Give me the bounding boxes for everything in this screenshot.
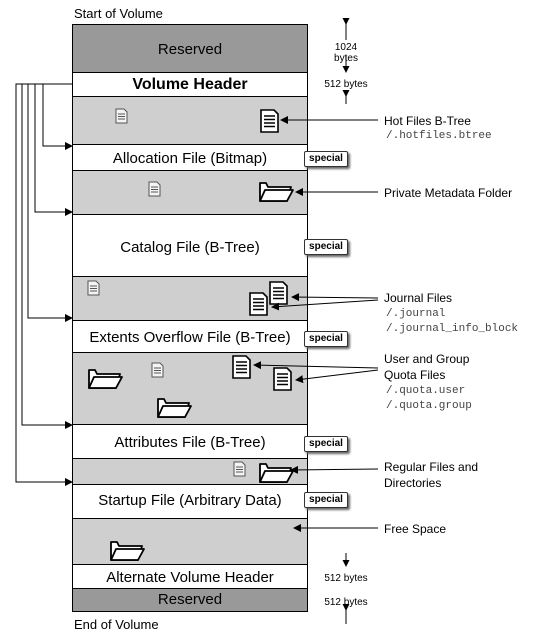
volume-header-size: 512 bytes xyxy=(324,79,368,90)
journal-info-path: /.journal_info_block xyxy=(386,323,519,335)
volume-header-label: Volume Header xyxy=(132,76,248,93)
special-badge: special xyxy=(304,492,348,508)
special-badge: special xyxy=(304,151,348,167)
reserved-bottom-label: Reserved xyxy=(157,591,223,608)
end-of-volume-label: End of Volume xyxy=(74,617,159,632)
reserved-top-band xyxy=(73,25,307,73)
hot-files-label: Hot Files B-Tree xyxy=(384,114,471,128)
document-icon xyxy=(148,181,161,197)
regular-files-icons xyxy=(233,461,294,483)
attributes-file-label: Attributes File (B-Tree) xyxy=(114,434,266,451)
allocation-file-band xyxy=(73,145,307,171)
start-of-volume-label: Start of Volume xyxy=(74,6,163,21)
free-space-label: Free Space xyxy=(384,522,447,536)
alternate-header-label: Alternate Volume Header xyxy=(106,569,274,586)
folder-icon xyxy=(88,369,123,389)
hot-files-icons xyxy=(115,108,279,133)
quota-user-path: /.quota.user xyxy=(386,385,466,397)
document-icon xyxy=(260,109,279,133)
journal-band xyxy=(73,277,307,321)
alternate-header-size: 512 bytes xyxy=(324,573,368,584)
alternate-header-band xyxy=(73,565,307,589)
folder-icon xyxy=(259,182,294,202)
startup-file-band xyxy=(73,485,307,519)
document-icon xyxy=(249,292,268,316)
journal-icons xyxy=(87,280,288,316)
folder-icon xyxy=(157,398,192,418)
reserved-bottom-size: 512 bytes xyxy=(324,597,368,608)
extents-overflow-band xyxy=(73,321,307,353)
journal-label: Journal Files xyxy=(384,291,453,305)
pointer-lines xyxy=(15,83,73,486)
quota-label-line-2: Quota Files xyxy=(384,368,446,382)
reserved-bottom-band xyxy=(73,589,307,611)
quota-group-path: /.quota.group xyxy=(386,400,472,412)
allocation-file-label: Allocation File (Bitmap) xyxy=(112,150,268,167)
folder-icon xyxy=(110,541,145,561)
private-folder-label: Private Metadata Folder xyxy=(384,186,513,200)
document-icon xyxy=(115,108,128,124)
volume-header-band xyxy=(73,73,307,97)
document-icon xyxy=(232,355,251,379)
regular-files-label-line-1: Regular Files and xyxy=(384,460,479,474)
document-icon xyxy=(87,280,100,296)
journal-path: /.journal xyxy=(386,308,446,320)
document-icon xyxy=(273,367,292,391)
free-space-icons xyxy=(110,541,145,561)
catalog-file-band xyxy=(73,215,307,277)
reserved-top-label: Reserved xyxy=(157,41,223,58)
regular-files-label-line-2: Directories xyxy=(384,476,442,490)
attributes-file-band xyxy=(73,425,307,459)
catalog-file-label: Catalog File (B-Tree) xyxy=(120,239,260,256)
private-folder-icons xyxy=(148,181,294,202)
extents-overflow-label: Extents Overflow File (B-Tree) xyxy=(89,329,291,346)
special-badge: special xyxy=(304,239,348,255)
folder-icon xyxy=(259,463,294,483)
reserved-top-size: 1024 bytes xyxy=(334,42,358,64)
special-badge: special xyxy=(304,436,348,452)
document-icon xyxy=(269,281,288,305)
startup-file-label: Startup File (Arbitrary Data) xyxy=(98,492,282,509)
special-badge: special xyxy=(304,331,348,347)
document-icon xyxy=(233,461,246,477)
quota-label-line-1: User and Group xyxy=(384,352,470,366)
hot-files-path: /.hotfiles.btree xyxy=(386,130,492,142)
document-icon xyxy=(151,362,164,378)
annotation-arrows xyxy=(253,116,379,532)
